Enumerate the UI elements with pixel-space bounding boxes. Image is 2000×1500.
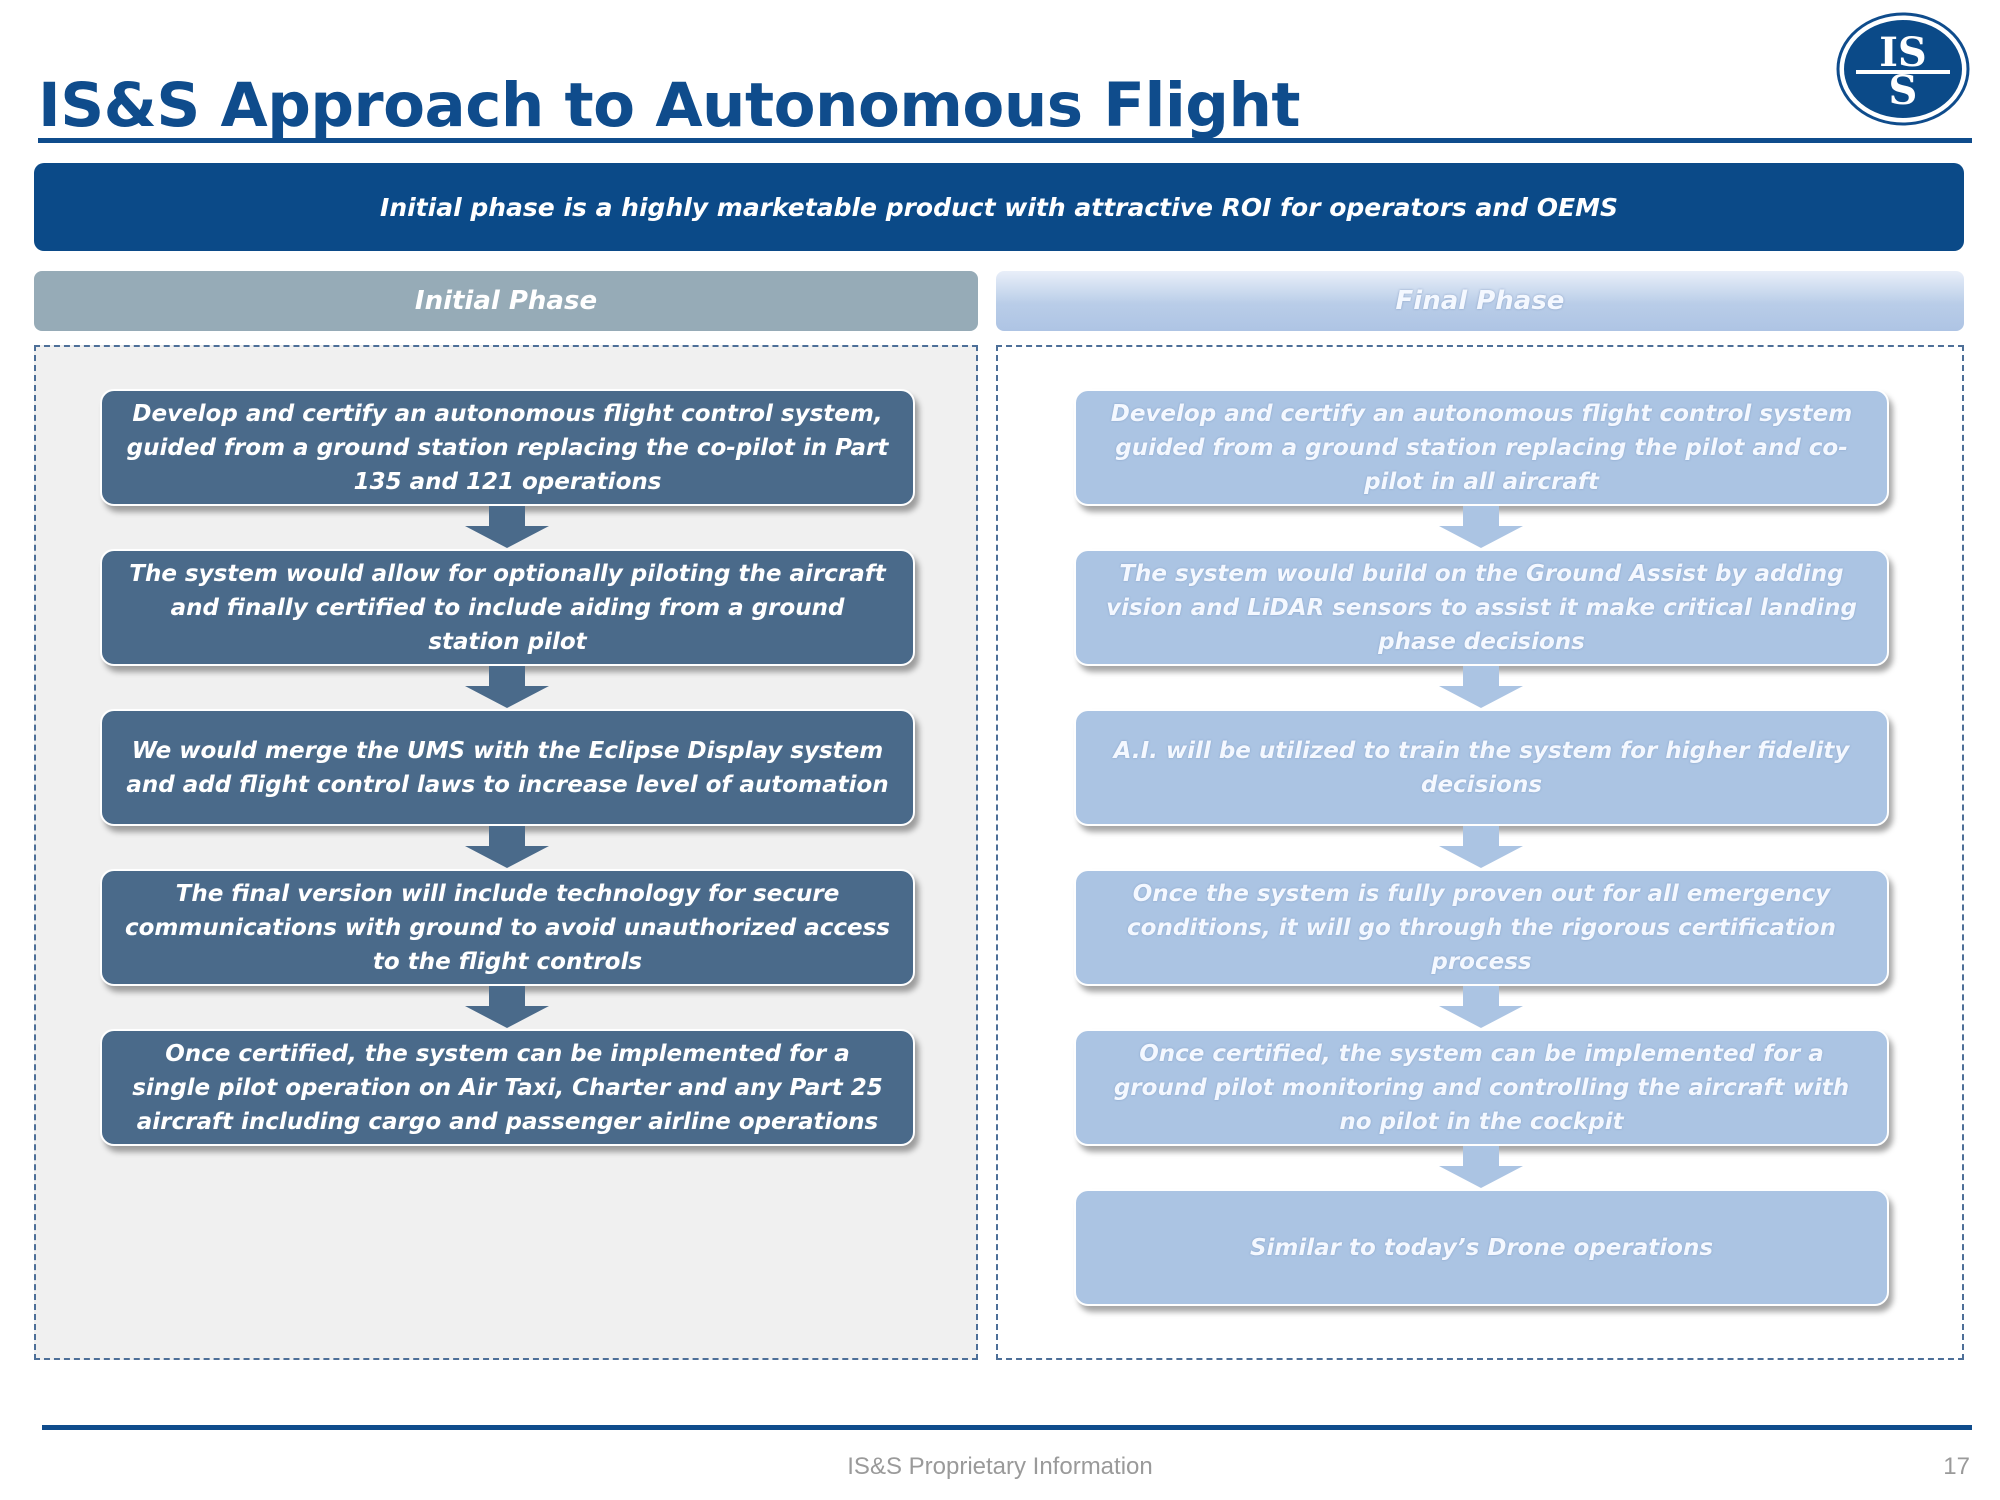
final-step-4: Once the system is fully proven out for …: [1074, 869, 1889, 986]
final-phase-header: Final Phase: [996, 271, 1964, 331]
final-step-5: Once certified, the system can be implem…: [1074, 1029, 1889, 1146]
footer-proprietary-notice: IS&S Proprietary Information: [847, 1453, 1153, 1480]
initial-step-2: The system would allow for optionally pi…: [100, 549, 915, 666]
final-step-1: Develop and certify an autonomous flight…: [1074, 389, 1889, 506]
down-arrow-icon: [465, 826, 549, 868]
initial-step-4: The final version will include technolog…: [100, 869, 915, 986]
down-arrow-icon: [465, 666, 549, 708]
down-arrow-icon: [1439, 666, 1523, 708]
page-title: IS&S Approach to Autonomous Flight: [38, 70, 1301, 141]
final-step-2: The system would build on the Ground Ass…: [1074, 549, 1889, 666]
initial-step-1: Develop and certify an autonomous flight…: [100, 389, 915, 506]
initial-step-5: Once certified, the system can be implem…: [100, 1029, 915, 1146]
down-arrow-icon: [465, 506, 549, 548]
final-step-6: Similar to today’s Drone operations: [1074, 1189, 1889, 1306]
title-underline: [38, 138, 1972, 143]
page-number: 17: [1943, 1453, 1970, 1480]
initial-phase-header: Initial Phase: [34, 271, 978, 331]
key-message-banner: Initial phase is a highly marketable pro…: [34, 163, 1964, 251]
initial-step-3: We would merge the UMS with the Eclipse …: [100, 709, 915, 826]
svg-text:S: S: [1889, 67, 1918, 114]
down-arrow-icon: [465, 986, 549, 1028]
final-step-3: A.I. will be utilized to train the syste…: [1074, 709, 1889, 826]
iss-logo: IS S: [1836, 12, 1970, 126]
footer-rule: [42, 1425, 1972, 1430]
svg-text:IS: IS: [1879, 29, 1927, 76]
down-arrow-icon: [1439, 506, 1523, 548]
down-arrow-icon: [1439, 1146, 1523, 1188]
down-arrow-icon: [1439, 986, 1523, 1028]
down-arrow-icon: [1439, 826, 1523, 868]
